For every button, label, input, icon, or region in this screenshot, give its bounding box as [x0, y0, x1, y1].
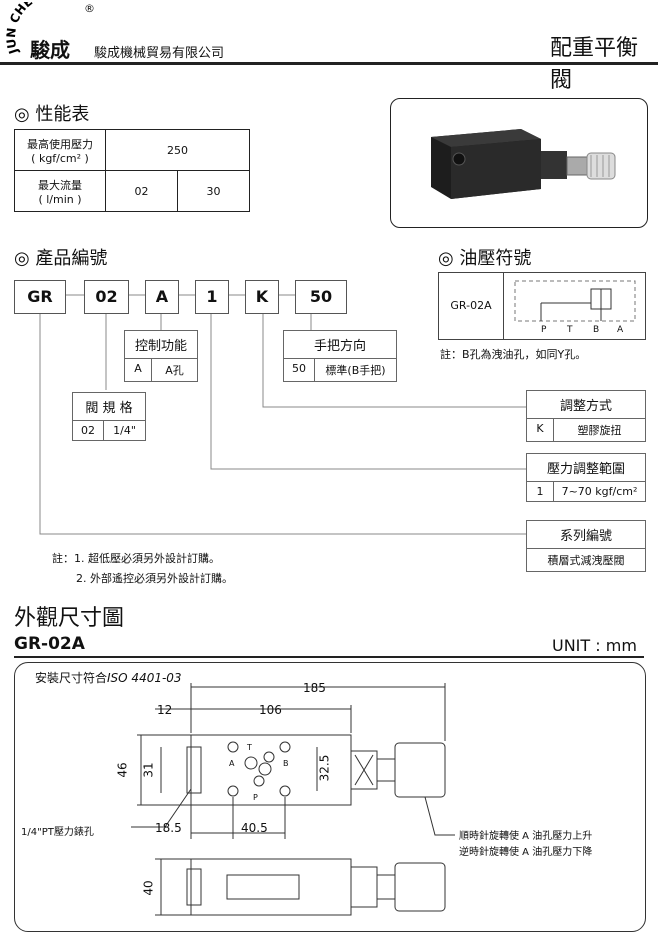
handle-code: 50	[284, 359, 315, 381]
symbol-title: ◎ 油壓符號	[438, 248, 532, 269]
symbol-diagram	[514, 280, 636, 322]
control-code: A	[125, 359, 152, 381]
adjust-code: K	[527, 419, 554, 441]
handle-title: 手把方向	[284, 331, 396, 359]
company-name: 駿成機械貿易有限公司	[94, 46, 225, 61]
dimensions-model: GR-02A	[14, 634, 85, 654]
model-code-title: ◎ 產品編號	[14, 248, 108, 269]
adjust-method-box: 調整方式 K 塑膠旋扭	[526, 390, 646, 442]
logo-registered: ®	[84, 2, 95, 15]
pressure-label-cell: 最高使用壓力 ( kgf/cm² )	[14, 129, 106, 171]
note-2: 2. 外部遙控必須另外設計訂購。	[76, 572, 233, 585]
adjust-desc: 塑膠旋扭	[577, 424, 622, 437]
series-title: 系列編號	[527, 521, 645, 549]
symbol-box: GR-02A P T B A	[438, 272, 646, 340]
gauge-port-label: 1/4"PT壓力錶孔	[21, 827, 94, 838]
pressure-range-code: 1	[527, 482, 554, 501]
model-code-connectors	[39, 294, 526, 535]
iso-prefix: 安裝尺寸符合	[35, 671, 108, 685]
pressure-label: 最高使用壓力	[27, 137, 93, 151]
series-desc: 積層式減洩壓閥	[547, 554, 625, 567]
iso-standard: ISO 4401-03	[107, 671, 182, 685]
performance-table: 最高使用壓力 ( kgf/cm² ) 250 最大流量 ( l/min ) 02…	[14, 129, 250, 212]
control-desc: A孔	[165, 364, 184, 377]
dim-46: 46	[115, 762, 130, 778]
flow-unit: ( l/min )	[38, 192, 82, 206]
dim-31: 31	[141, 762, 156, 778]
code-handle: 50	[295, 280, 347, 314]
logo-cn: 駿成	[30, 38, 70, 62]
flow-value: 30	[177, 170, 250, 212]
port-a: A	[617, 325, 624, 335]
code-size: 02	[84, 280, 129, 314]
dim-32-5: 32.5	[317, 754, 332, 782]
pressure-unit: ( kgf/cm² )	[31, 151, 89, 165]
code-control: A	[145, 280, 179, 314]
flow-size: 02	[105, 170, 178, 212]
pressure-value: 250	[105, 129, 250, 171]
drawing-port-p: P	[253, 793, 258, 802]
drawing-port-a: A	[229, 759, 235, 768]
iso-note: 安裝尺寸符合ISO 4401-03	[35, 669, 182, 686]
dim-106: 106	[259, 703, 282, 717]
symbol-note: 註：B孔為洩油孔，如同Y孔。	[440, 348, 587, 361]
code-range: 1	[195, 280, 229, 314]
pressure-range-box: 壓力調整範圍 1 7~70 kgf/cm²	[526, 453, 646, 502]
valve-size-title: 閥 規 格	[73, 393, 145, 421]
valve-size-box: 閥 規 格 02 1/4"	[72, 392, 146, 441]
unit-label: UNIT : mm	[552, 636, 637, 655]
flow-label: 最大流量	[38, 178, 82, 192]
dim-40-5: 40.5	[241, 821, 268, 835]
drawing-port-b: B	[283, 759, 289, 768]
series-box: 系列編號 積層式減洩壓閥	[526, 520, 646, 572]
cw-note: 順時針旋轉使 A 油孔壓力上升	[459, 831, 593, 842]
dimension-drawing: 安裝尺寸符合ISO 4401-03	[14, 662, 646, 932]
code-gr: GR	[14, 280, 66, 314]
pressure-range-desc: 7~70 kgf/cm²	[561, 485, 638, 498]
drawing-port-t: T	[247, 743, 252, 752]
dim-185: 185	[303, 681, 326, 695]
drawing-svg	[131, 683, 455, 916]
port-t: T	[567, 325, 573, 335]
logo-arc-text: JUN CHENG	[6, 2, 53, 57]
handle-direction-box: 手把方向 50 標準(B手把)	[283, 330, 397, 382]
product-title: 配重平衡閥	[550, 36, 639, 93]
control-function-box: 控制功能 A A孔	[124, 330, 198, 382]
valve-size-code: 02	[73, 421, 104, 440]
dim-12: 12	[157, 703, 173, 717]
flow-label-cell: 最大流量 ( l/min )	[14, 170, 106, 212]
dim-40: 40	[141, 880, 156, 896]
product-photo	[390, 98, 648, 228]
symbol-model: GR-02A	[439, 273, 504, 339]
code-adjust: K	[245, 280, 279, 314]
performance-title: ◎ 性能表	[14, 104, 90, 125]
pressure-range-title: 壓力調整範圍	[527, 454, 645, 482]
port-b: B	[593, 325, 600, 335]
dim-18-5: 18.5	[155, 821, 182, 835]
header-divider	[0, 62, 658, 65]
dimensions-title: 外觀尺寸圖	[14, 606, 125, 631]
handle-desc: 標準(B手把)	[325, 364, 386, 377]
valve-size-desc: 1/4"	[113, 424, 136, 437]
note-1: 註：1. 超低壓必須另外設計訂購。	[52, 552, 220, 565]
port-p: P	[541, 325, 547, 335]
adjust-title: 調整方式	[527, 391, 645, 419]
ccw-note: 逆時針旋轉使 A 油孔壓力下降	[459, 847, 593, 858]
dimensions-divider	[14, 656, 644, 658]
control-title: 控制功能	[125, 331, 197, 359]
